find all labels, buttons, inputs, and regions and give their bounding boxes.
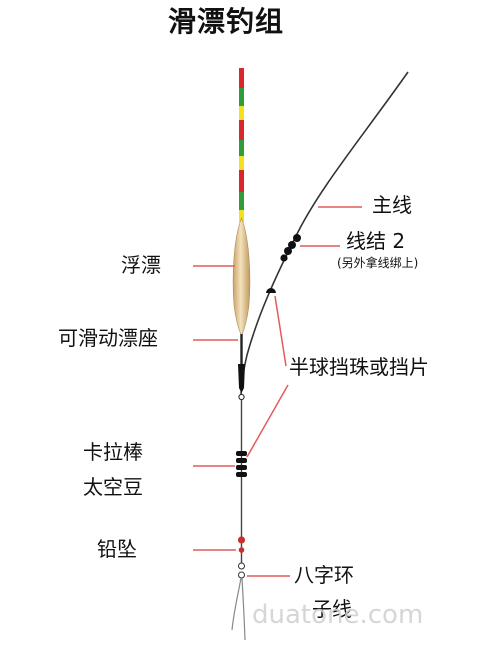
- label-float: 浮漂: [121, 253, 161, 277]
- watermark: duatone.com: [252, 600, 424, 630]
- label-main-line: 主线: [372, 193, 412, 217]
- label-space-beans: 太空豆: [83, 475, 143, 499]
- label-float-seat: 可滑动漂座: [58, 326, 158, 350]
- label-knot-note: (另外拿线绑上): [337, 256, 419, 270]
- sinker-dot-2: [238, 547, 245, 553]
- diagram-title: 滑漂钓组: [168, 5, 285, 38]
- label-stopper: 半球挡珠或挡片: [289, 355, 429, 379]
- leader-line-1: [231, 577, 242, 631]
- knot-beads: [280, 234, 301, 262]
- pointer-stopper-b: [246, 384, 289, 458]
- float-stem: [240, 334, 243, 364]
- label-leader: 子线: [312, 597, 352, 621]
- stopper-bead: [266, 288, 276, 293]
- float-body: [232, 217, 251, 337]
- leader-line-2: [241, 577, 246, 641]
- label-kala-stick: 卡拉棒: [83, 440, 143, 464]
- label-swivel: 八字环: [294, 563, 354, 587]
- label-knot: 线结 2: [346, 229, 406, 253]
- label-sinker: 铅坠: [97, 537, 137, 561]
- float-tip: [239, 68, 244, 222]
- float-seat-ring: [238, 393, 245, 401]
- space-beans: [236, 451, 247, 477]
- swivel: [238, 562, 245, 579]
- sinker-dot: [237, 536, 246, 544]
- pointer-stopper-a: [274, 295, 287, 367]
- float-seat: [238, 364, 245, 393]
